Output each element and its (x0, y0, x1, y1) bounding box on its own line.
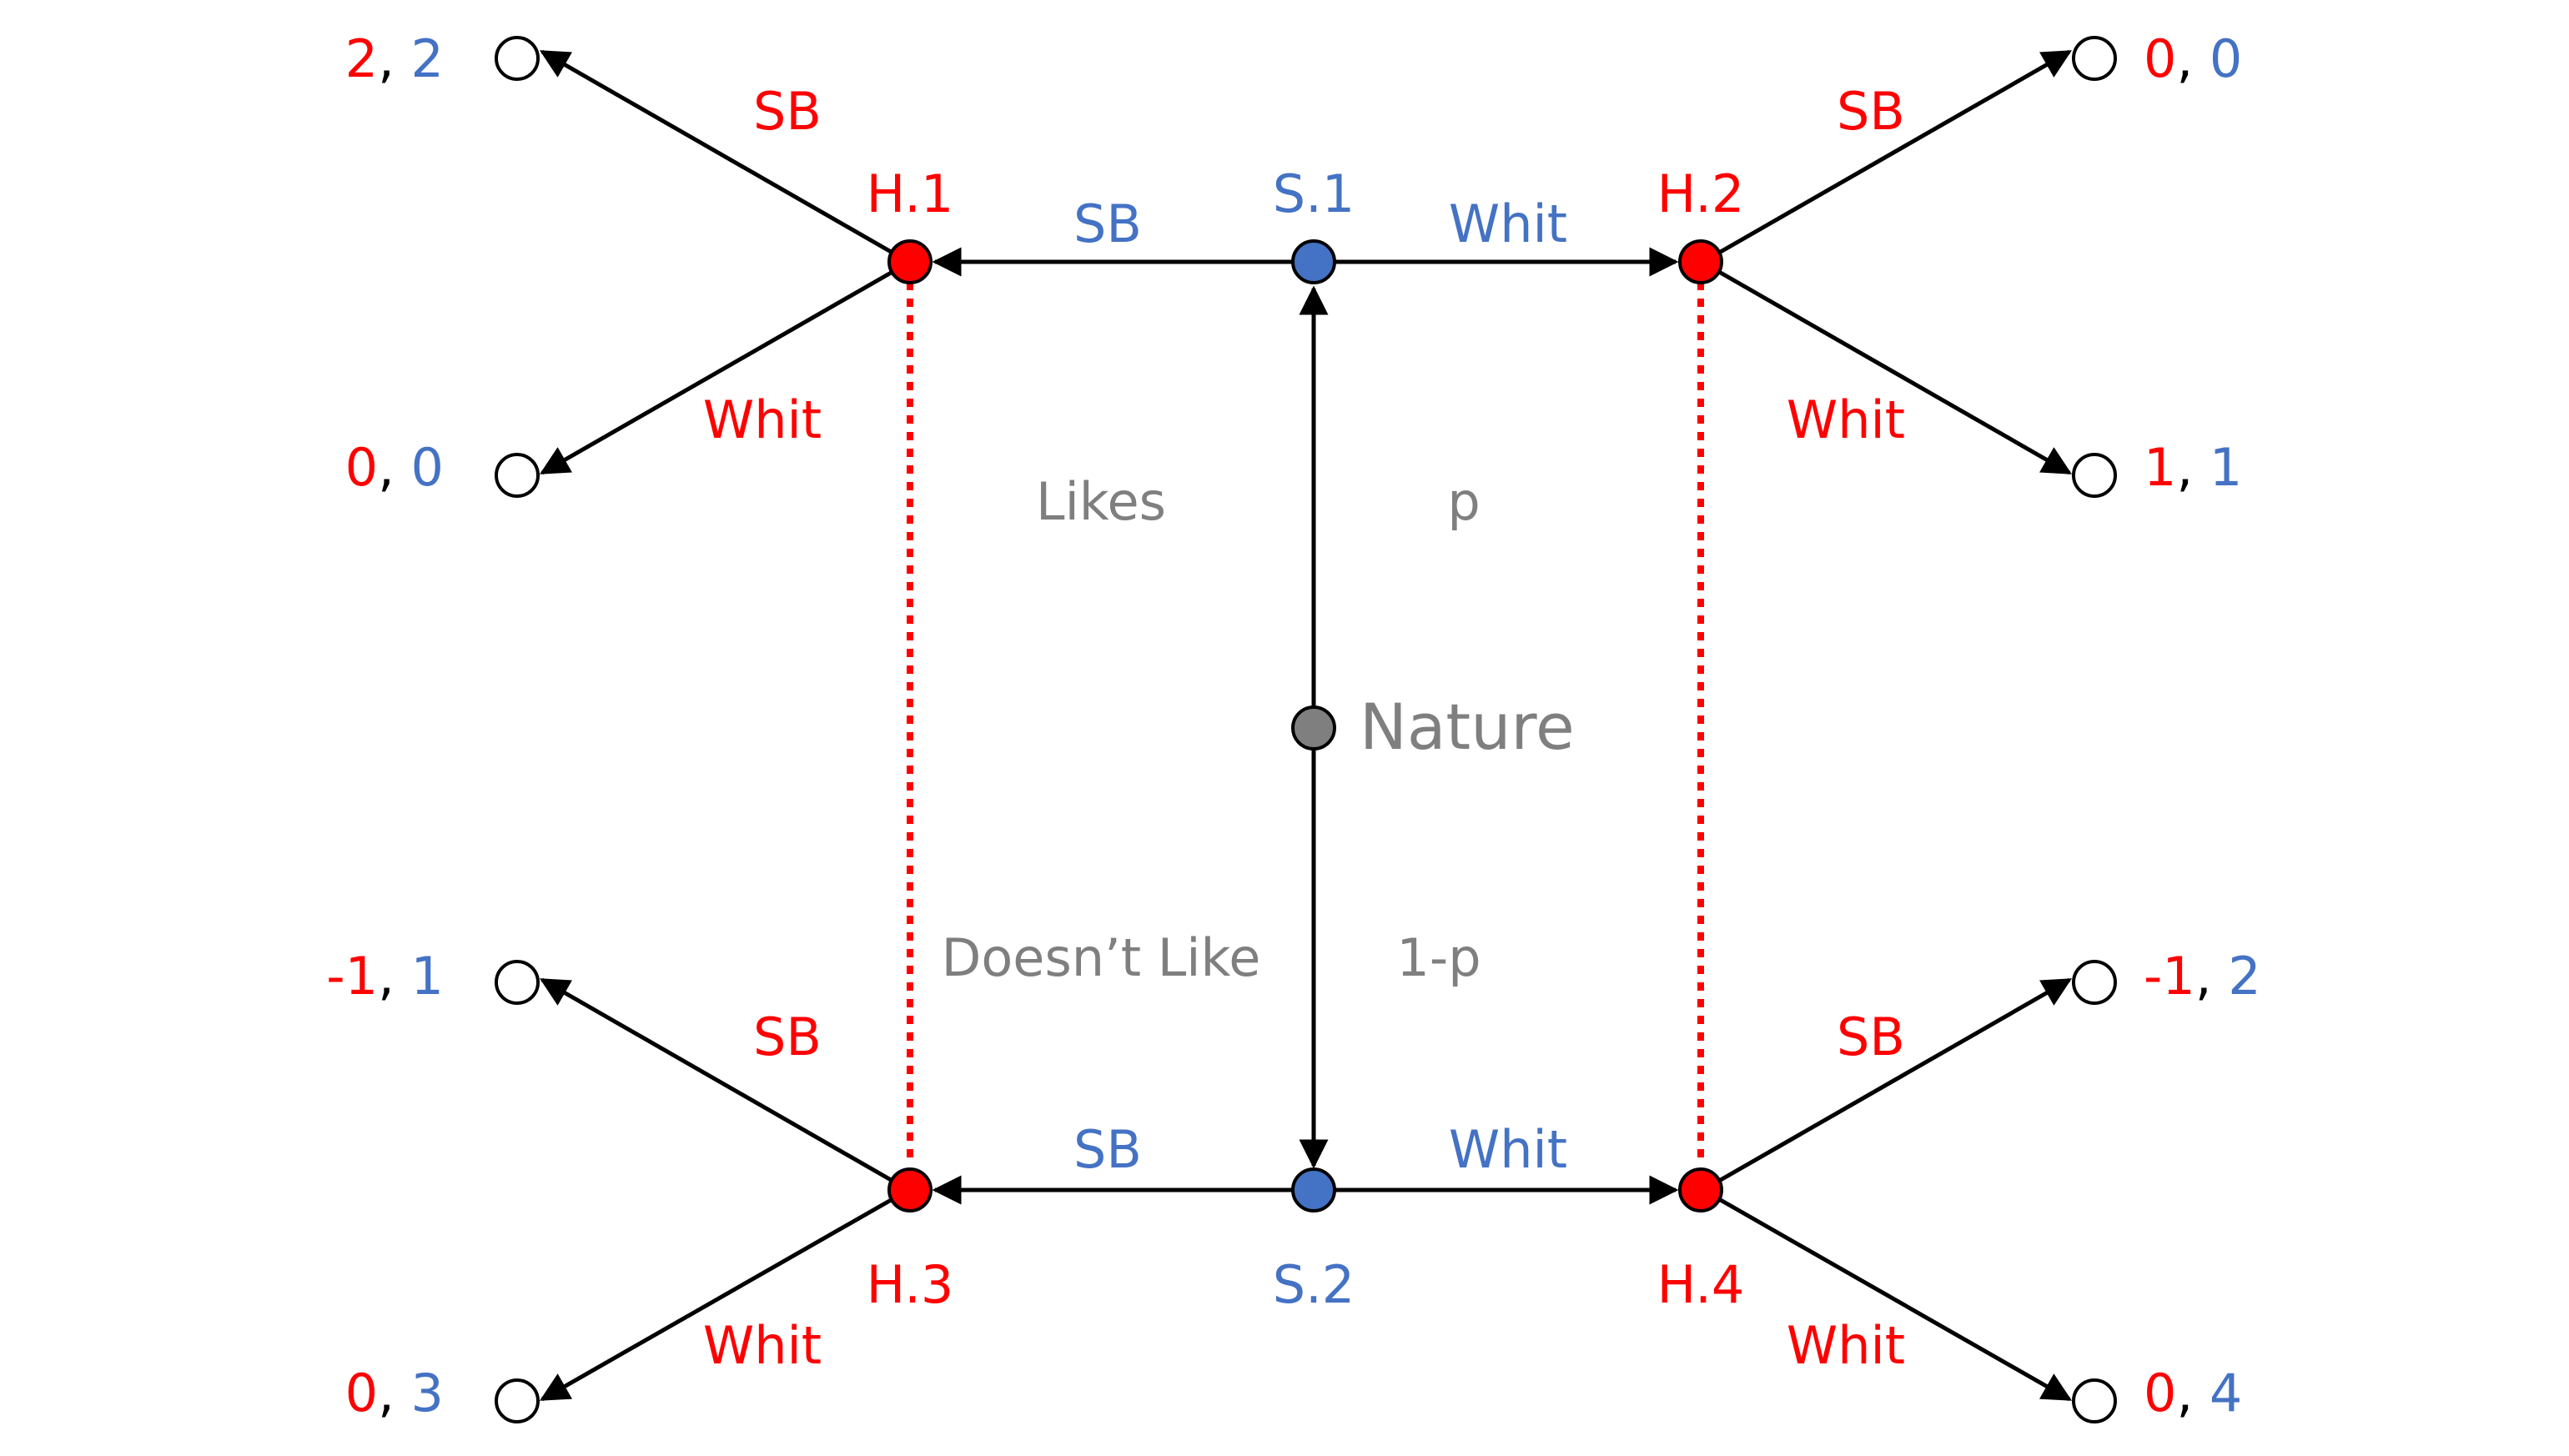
terminal-node-h4-sb (2072, 960, 2117, 1005)
edge-h1-sb (539, 49, 894, 255)
edge-h4-whit (1717, 1197, 2073, 1402)
payoff-h3-sb: -1, 1 (326, 946, 444, 1007)
terminal-node-h1-sb (495, 36, 540, 81)
payoff-h2-whit: 1, 1 (2144, 437, 2242, 498)
payoff-h2-sb: 0, 0 (2144, 28, 2242, 89)
edge-h4-sb (1717, 977, 2073, 1183)
edge-h3-sb (539, 977, 894, 1183)
terminal-node-h3-whit (495, 1378, 540, 1423)
receiver-label-h3: H.3 (867, 1254, 954, 1315)
action-label-h4-sb: SB (1837, 1007, 1905, 1067)
sender-label-s2: S.2 (1273, 1254, 1355, 1315)
terminal-node-h4-whit (2072, 1378, 2117, 1423)
nature-label: Nature (1360, 690, 1575, 764)
nature-node (1291, 705, 1336, 751)
terminal-node-h2-sb (2072, 36, 2117, 81)
sender-label-s1: S.1 (1273, 163, 1355, 224)
receiver-label-h4: H.4 (1657, 1254, 1745, 1315)
terminal-node-h1-whit (495, 453, 540, 498)
action-label-h3-sb: SB (753, 1007, 822, 1067)
action-label-s2-whit: Whit (1449, 1119, 1567, 1180)
edge-h2-sb (1717, 49, 2073, 255)
receiver-node-h4 (1678, 1167, 1723, 1212)
sender-node-s1 (1291, 239, 1336, 284)
action-label-s1-whit: Whit (1449, 193, 1567, 254)
edge-h2-whit (1717, 269, 2073, 475)
terminal-node-h2-whit (2072, 453, 2117, 498)
type-label-doesnt-like: Doesn’t Like (942, 927, 1261, 988)
type-prob-1-p: 1-p (1396, 927, 1481, 988)
terminal-node-h3-sb (495, 960, 540, 1005)
payoff-h1-sb: 2, 2 (345, 28, 444, 89)
action-label-h4-whit: Whit (1787, 1315, 1905, 1376)
type-prob-p: p (1447, 471, 1480, 532)
action-label-h1-sb: SB (753, 81, 822, 142)
receiver-label-h2: H.2 (1657, 163, 1745, 224)
action-label-h1-whit: Whit (703, 389, 822, 450)
payoff-h1-whit: 0, 0 (345, 437, 444, 498)
edge-h3-whit (539, 1197, 894, 1402)
payoff-h4-sb: -1, 2 (2144, 946, 2261, 1007)
receiver-node-h3 (887, 1167, 933, 1212)
receiver-node-h2 (1678, 239, 1723, 284)
payoff-h4-whit: 0, 4 (2144, 1363, 2242, 1423)
sender-node-s2 (1291, 1167, 1336, 1212)
edge-h1-whit (539, 269, 894, 475)
action-label-h2-whit: Whit (1787, 389, 1905, 450)
type-label-likes: Likes (1036, 471, 1166, 532)
action-label-h2-sb: SB (1837, 81, 1905, 142)
receiver-label-h1: H.1 (867, 163, 954, 224)
action-label-s1-sb: SB (1073, 193, 1142, 254)
receiver-node-h1 (887, 239, 933, 284)
action-label-s2-sb: SB (1073, 1119, 1142, 1180)
action-label-h3-whit: Whit (703, 1315, 822, 1376)
payoff-h3-whit: 0, 3 (345, 1363, 444, 1423)
